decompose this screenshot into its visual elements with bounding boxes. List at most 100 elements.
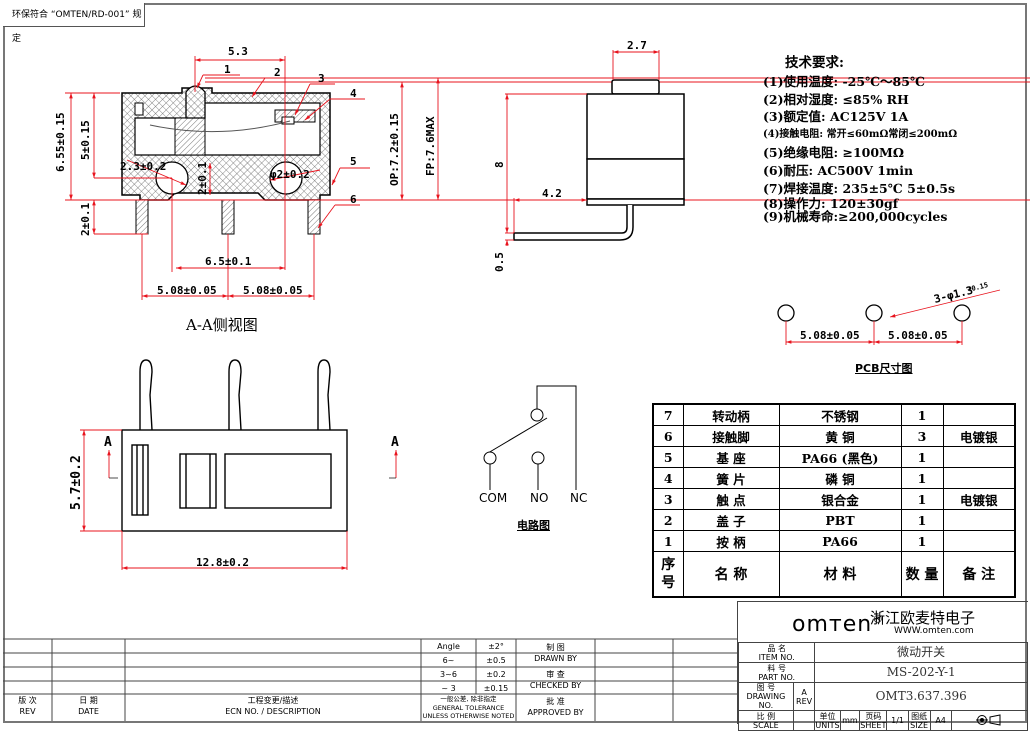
table-cell: PA66 [778,530,902,552]
base-block [174,117,206,156]
table-cell: 银合金 [778,488,902,510]
table-cell: PBT [778,509,902,531]
table-cell: 盖 子 [682,509,780,531]
table-cell: 1 [900,530,944,552]
table-cell: 7 [652,403,684,426]
table-cell [942,530,1016,552]
pcb-hole-3 [953,304,971,322]
top-view [121,359,348,532]
label-text: 单位 [819,711,836,721]
dim-op: OP:7.2±0.15 [388,113,401,186]
label-text: 版 次 [18,696,37,705]
part-number: MS-202-Y-1 [814,662,1028,683]
dim-pin-length: 2±0.1 [79,203,92,236]
terminal-nc: NC [570,491,587,505]
terminal-com: COM [479,491,507,505]
dim-pin-offset: 4.2 [542,187,562,200]
tech-item: (9)机械寿命:≥200,000cycles [763,209,948,225]
dim-plunger-width: 2.7 [627,39,647,52]
table-cell: 转动柄 [682,403,780,426]
dim-height-total: 6.55±0.15 [54,112,67,172]
label-text: 审 查 [546,670,565,679]
table-cell: 3 [900,425,944,447]
table-cell [942,446,1016,468]
label-text: ~ 3 [441,684,456,693]
tech-item: (2)相对湿度: ≤85% RH [763,91,909,107]
label-text: omтen [792,612,873,637]
revision-grid [3,638,737,721]
contact-com [483,451,497,465]
label-text: 图 号 [756,683,776,692]
item-name: 微动开关 [814,642,1028,663]
pin-nc [307,199,321,235]
pin-top-2 [228,359,242,431]
table-cell: 2 [652,509,684,531]
pcb-hole-1 [777,304,795,322]
label-text: 页码 [865,711,882,721]
circuit-title: 电路图 [517,519,550,532]
side-dimension-labels: 5.3 6.55±0.15 5±0.15 2±0.1 2.3±0.2 φ2±0.… [54,45,437,297]
table-cell: A4 [929,710,952,731]
label-text: 工程变更/描述 [247,696,299,705]
contact-point [281,116,295,125]
company-header: omтen® 浙江欧麦特电子 WWW.omten.com [738,602,1028,643]
pin-com [135,199,149,235]
label-text: 料 号 [767,663,786,673]
omten-logo: omтen® [792,612,884,637]
table-cell: 基 座 [682,446,780,468]
drawing-frame [3,3,1027,723]
label-text: SHEET [860,720,887,730]
circuit-diagram [483,385,577,490]
label-text: 3~6 [440,670,457,679]
table-cell: 备 注 [942,551,1016,598]
label-text: ±2° [488,642,504,651]
end-dimension-labels: 2.7 8 4.2 0.5 [493,39,647,272]
label-text: UNLESS OTHERWISE NOTED [422,712,515,720]
label-text: ® [872,612,885,626]
tech-item: (4)接触电阻: 常开≤60mΩ常闭≤200mΩ [763,129,958,141]
table-cell: 不锈钢 [778,403,902,426]
drawing-number: OMT3.637.396 [814,682,1028,711]
table-cell: 名 称 [682,551,780,598]
section-mark-left: A [104,435,112,450]
company-website: WWW.omten.com [894,626,974,636]
dim-height-body: 5±0.15 [79,120,92,160]
plunger [185,85,206,119]
dim-top-height: 5.7±0.2 [69,455,84,510]
end-view [513,79,685,241]
table-cell: 按 柄 [682,530,780,552]
pin-top-1 [139,359,153,431]
table-cell: 1 [900,467,944,489]
table-cell: 1 [900,509,944,531]
contact-no [531,451,545,465]
label-text: SCALE [753,720,779,730]
table-cell: 3 [652,488,684,510]
contact-holder [274,109,316,123]
rohs-note: 环保符合 “OMTEN/RD-001” 规定 [3,3,145,44]
table-cell: 材 料 [778,551,902,598]
company-name: 浙江欧麦特电子 [870,609,976,627]
tech-item: (7)焊接温度: 235±5℃ 5±0.5s [763,180,956,196]
table-cell: 4 [652,467,684,489]
tech-item: (1)使用温度: -25℃～85℃ [763,73,925,89]
callout-5: 5 [350,155,357,168]
label-text: REV [796,696,813,706]
callout-6: 6 [350,193,357,206]
pin-top-3 [317,359,331,431]
tolerance-ranges: Angle 6~ 3~6 ~ 3 [421,640,476,696]
dim-hole-right: φ2±0.2 [270,168,310,181]
table-cell: 1 [900,488,944,510]
